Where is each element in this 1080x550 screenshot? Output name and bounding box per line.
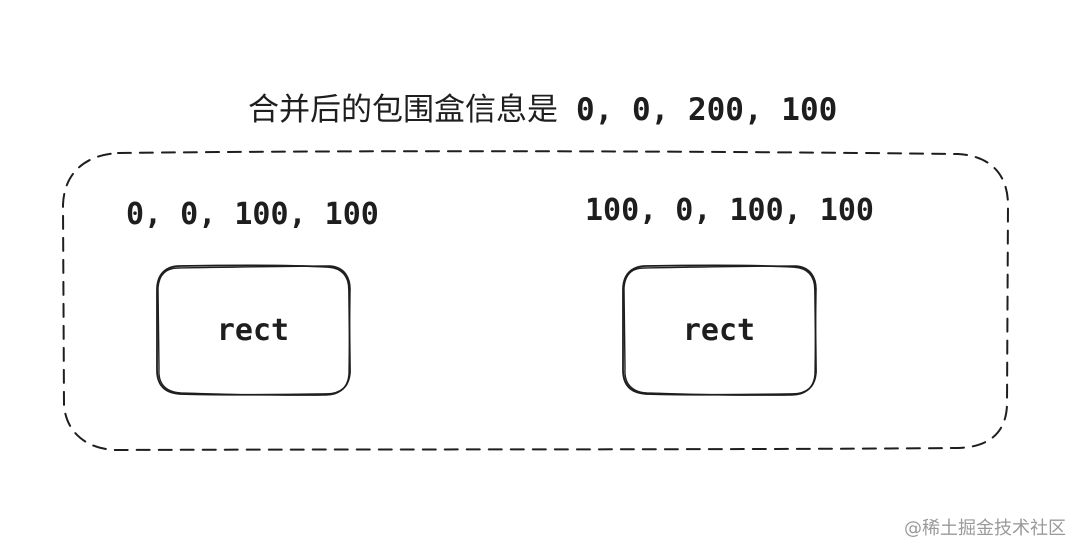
rect-shape-left	[156, 264, 351, 396]
caption-text: 合并后的包围盒信息是	[248, 92, 558, 128]
rect-coords-left: 0, 0, 100, 100	[126, 197, 379, 232]
watermark-text: @稀土掘金技术社区	[904, 518, 1066, 539]
caption-value: 0, 0, 200, 100	[576, 92, 838, 128]
merged-bounding-box	[62, 150, 1009, 451]
rect-coords-right: 100, 0, 100, 100	[585, 193, 874, 228]
rect-shape-right	[622, 264, 817, 396]
merged-bbox-caption: 合并后的包围盒信息是 0, 0, 200, 100	[248, 84, 837, 128]
rect-label-left: rect	[216, 313, 290, 348]
rect-label-right: rect	[682, 313, 756, 348]
